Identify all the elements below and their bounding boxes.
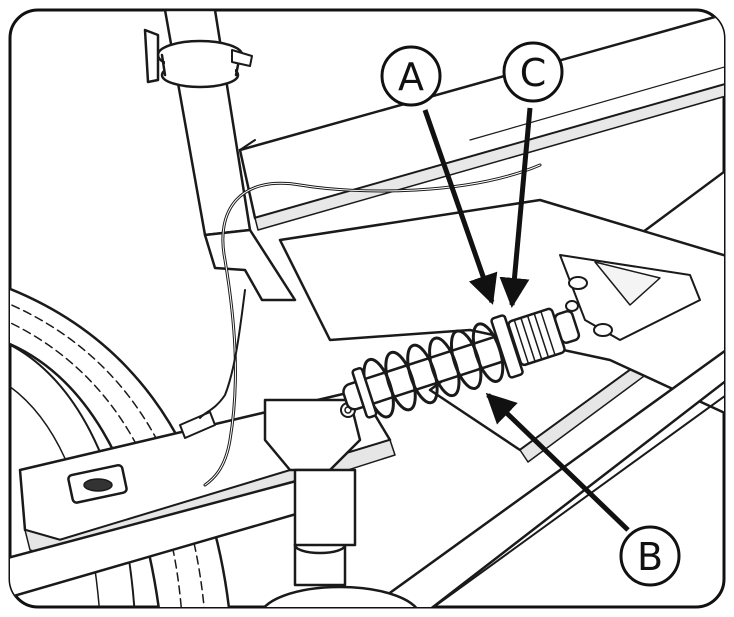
seat-clamp	[143, 28, 253, 89]
callout-label-c: C	[520, 51, 547, 95]
callout-label-b: B	[637, 535, 663, 579]
cable	[199, 163, 542, 487]
callout-label-a: A	[398, 55, 424, 99]
rear-shock	[342, 307, 581, 419]
plate-hole	[593, 323, 613, 337]
plate-hole	[568, 276, 588, 290]
callout-b: B	[619, 525, 681, 587]
callout-arrow-c	[499, 107, 533, 308]
callout-arrow-b	[485, 392, 630, 532]
bottom-bracket	[258, 468, 422, 607]
lower-rail	[378, 338, 724, 607]
callout-c: C	[502, 41, 564, 103]
callout-a: A	[380, 45, 442, 107]
callout-arrow-a	[422, 109, 498, 305]
clamp-lever	[143, 28, 160, 84]
plate-hole	[565, 300, 579, 312]
